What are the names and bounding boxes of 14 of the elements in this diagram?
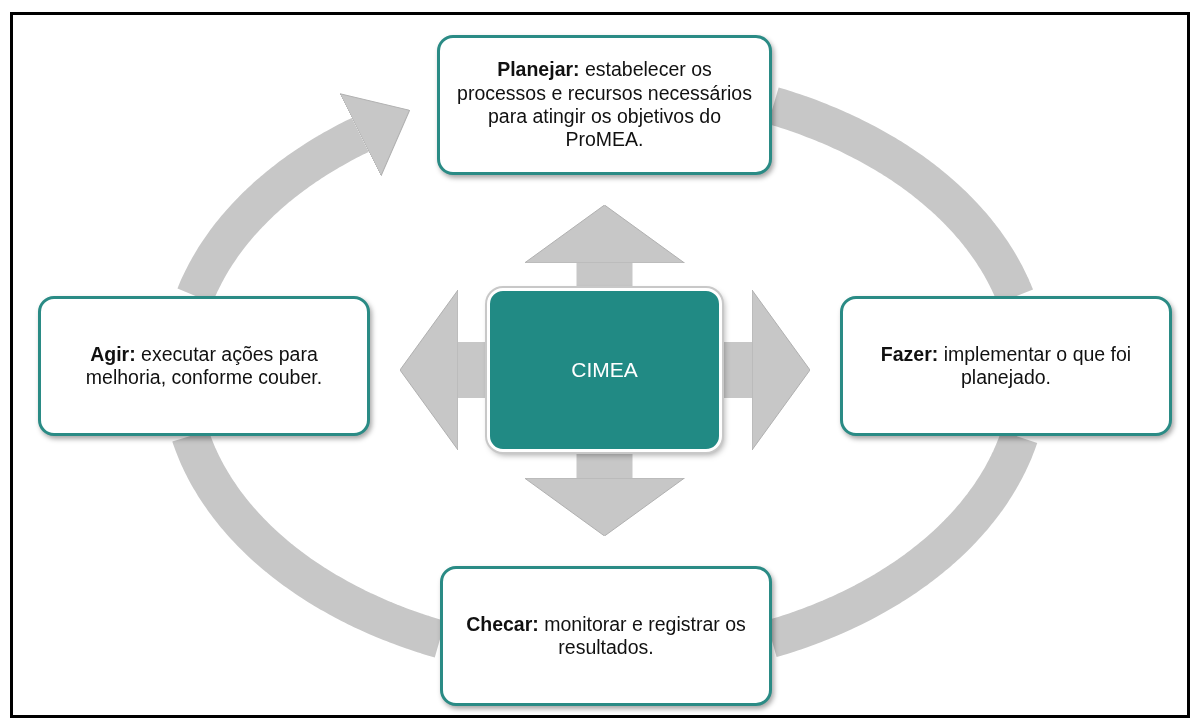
- step-box: [38, 296, 370, 436]
- box-text: Agir: executar ações para melhoria, conforme couber.: [84, 342, 324, 390]
- center-box: [487, 288, 722, 452]
- box-text: Checar: monitorar e registrar os resultados.: [465, 612, 747, 660]
- block-arrow: [722, 289, 811, 451]
- block-arrow: [524, 204, 685, 288]
- step-box: [840, 296, 1172, 436]
- box-text: CIMEA: [571, 357, 638, 383]
- box-text: Planejar: estabelecer os processos e recursos necessários para atingir os objetivos do ProMEA.: [456, 58, 753, 152]
- step-box: [437, 35, 772, 175]
- step-box: [440, 566, 772, 706]
- block-arrow: [524, 452, 685, 537]
- box-text: Fazer: implementar o que foi planejado.: [879, 342, 1133, 390]
- block-arrow: [399, 289, 487, 451]
